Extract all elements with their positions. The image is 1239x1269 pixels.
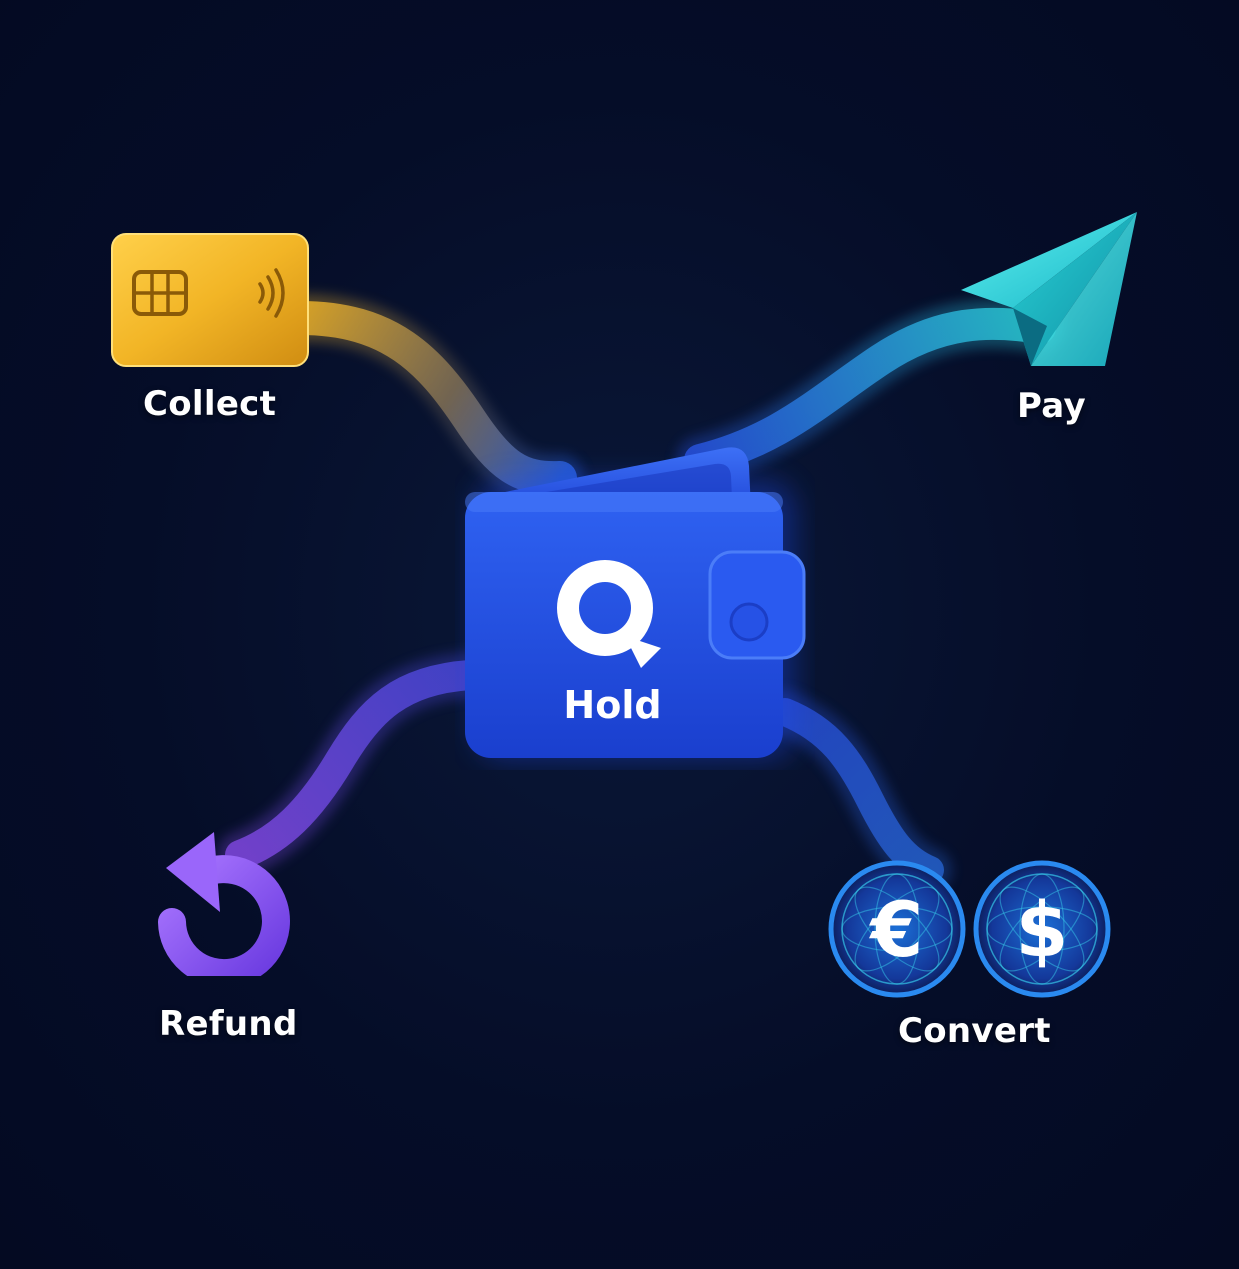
q-logo-icon — [557, 560, 661, 668]
hold-label: Hold — [563, 683, 662, 727]
paper-plane-icon — [955, 208, 1145, 374]
dollar-symbol: $ — [1016, 885, 1069, 974]
euro-coin: € — [828, 860, 966, 998]
convert-label: Convert — [898, 1011, 1051, 1051]
refund-label: Refund — [159, 1004, 298, 1044]
wallet-icon — [455, 440, 815, 770]
pay-label: Pay — [1017, 386, 1086, 426]
collect-label: Collect — [143, 384, 277, 424]
currency-icon: € $ — [826, 856, 1116, 1002]
card-icon — [108, 230, 313, 372]
dollar-coin: $ — [973, 860, 1111, 998]
euro-symbol: € — [869, 885, 924, 974]
refund-arrow-icon — [150, 828, 300, 988]
